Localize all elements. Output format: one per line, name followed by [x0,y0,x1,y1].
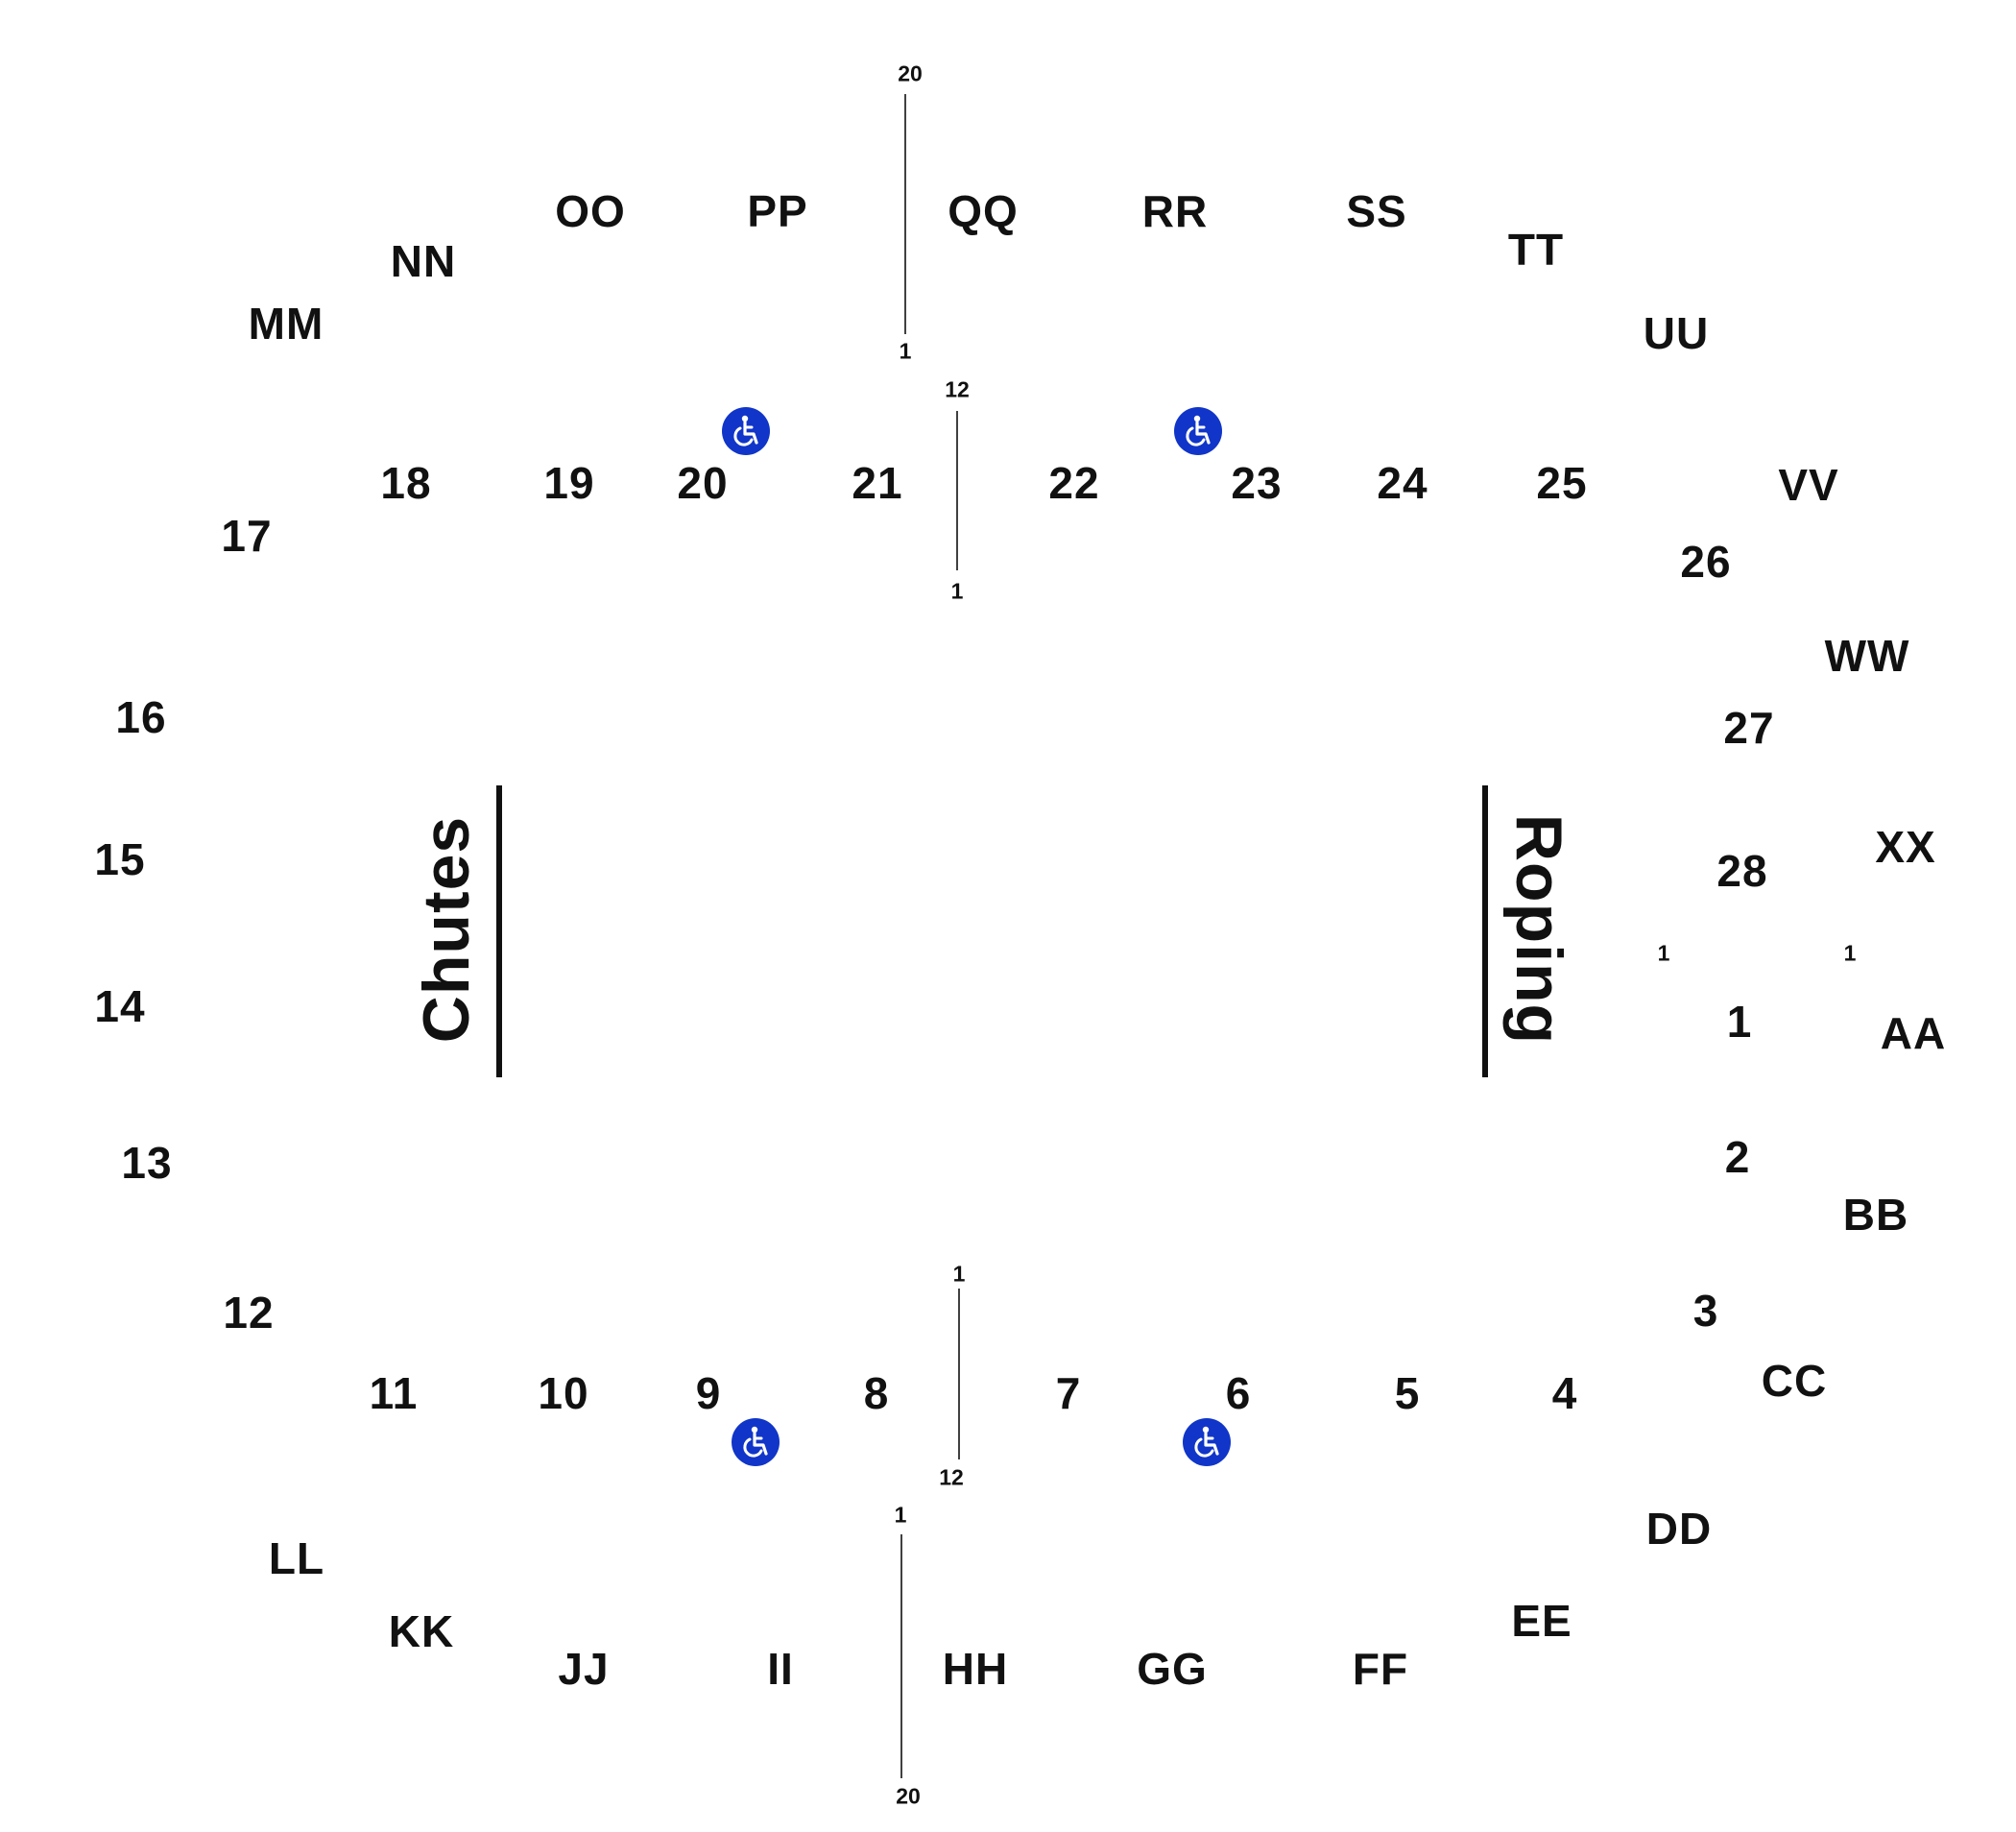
section-ff[interactable]: FF [1352,1644,1409,1694]
section-6[interactable]: 6 [1225,1368,1252,1418]
wheelchair-icon [732,1418,780,1466]
section-17[interactable]: 17 [221,511,273,561]
section-bb[interactable]: BB [1842,1190,1909,1240]
section-19[interactable]: 19 [543,458,595,508]
section-hh[interactable]: HH [942,1644,1009,1694]
section-gg[interactable]: GG [1137,1644,1208,1694]
row-marker-bottom-upper-last: 20 [896,1783,921,1809]
section-16[interactable]: 16 [115,692,167,742]
section-kk[interactable]: KK [388,1606,455,1656]
section-cc[interactable]: CC [1761,1356,1828,1406]
section-2[interactable]: 2 [1724,1132,1751,1182]
row-marker-bottom-upper-first: 1 [894,1502,907,1528]
section-mm[interactable]: MM [248,299,324,349]
section-ll[interactable]: LL [268,1533,325,1583]
section-7[interactable]: 7 [1055,1368,1082,1418]
end-label-roping: Roping [1502,813,1575,1046]
section-dd[interactable]: DD [1645,1504,1713,1554]
section-10[interactable]: 10 [538,1368,589,1418]
section-27[interactable]: 27 [1723,703,1775,753]
section-22[interactable]: 22 [1048,458,1100,508]
row-marker-top-upper-first: 1 [899,338,912,364]
section-uu[interactable]: UU [1643,308,1710,358]
row-marker-right-upper: 1 [1843,940,1857,966]
row-marker-top-lower-first: 1 [950,578,964,604]
section-oo[interactable]: OO [555,186,626,236]
section-25[interactable]: 25 [1536,458,1588,508]
row-marker-bottom-lower-last: 12 [939,1464,964,1490]
section-18[interactable]: 18 [380,458,432,508]
section-8[interactable]: 8 [863,1368,890,1418]
section-jj[interactable]: JJ [558,1644,610,1694]
section-4[interactable]: 4 [1551,1368,1578,1418]
row-marker-top-upper-last: 20 [898,60,923,86]
wheelchair-icon [1183,1418,1231,1466]
section-vv[interactable]: VV [1778,460,1839,510]
section-ww[interactable]: WW [1824,631,1910,681]
section-ee[interactable]: EE [1511,1596,1572,1646]
section-26[interactable]: 26 [1680,537,1732,587]
section-14[interactable]: 14 [94,981,146,1031]
section-11[interactable]: 11 [369,1368,419,1418]
wheelchair-icon [1174,407,1222,455]
section-aa[interactable]: AA [1880,1008,1947,1058]
section-pp[interactable]: PP [747,186,808,236]
section-nn[interactable]: NN [390,236,457,286]
section-tt[interactable]: TT [1507,225,1565,275]
section-15[interactable]: 15 [94,834,146,884]
section-13[interactable]: 13 [121,1138,173,1188]
section-ii[interactable]: II [767,1644,794,1694]
wheelchair-icon [722,407,770,455]
section-ss[interactable]: SS [1346,186,1407,236]
section-9[interactable]: 9 [695,1368,722,1418]
section-qq[interactable]: QQ [948,186,1019,236]
section-20[interactable]: 20 [677,458,729,508]
section-rr[interactable]: RR [1141,186,1209,236]
section-12[interactable]: 12 [223,1288,275,1338]
section-xx[interactable]: XX [1875,822,1936,872]
section-24[interactable]: 24 [1377,458,1428,508]
section-1[interactable]: 1 [1726,997,1753,1047]
section-5[interactable]: 5 [1394,1368,1421,1418]
section-21[interactable]: 21 [852,458,903,508]
section-3[interactable]: 3 [1692,1286,1719,1336]
row-marker-bottom-lower-first: 1 [952,1261,966,1287]
section-28[interactable]: 28 [1716,846,1768,896]
row-marker-top-lower-last: 12 [945,376,970,402]
row-marker-right-lower: 1 [1657,940,1670,966]
end-label-chutes: Chutes [410,815,483,1044]
section-23[interactable]: 23 [1231,458,1283,508]
